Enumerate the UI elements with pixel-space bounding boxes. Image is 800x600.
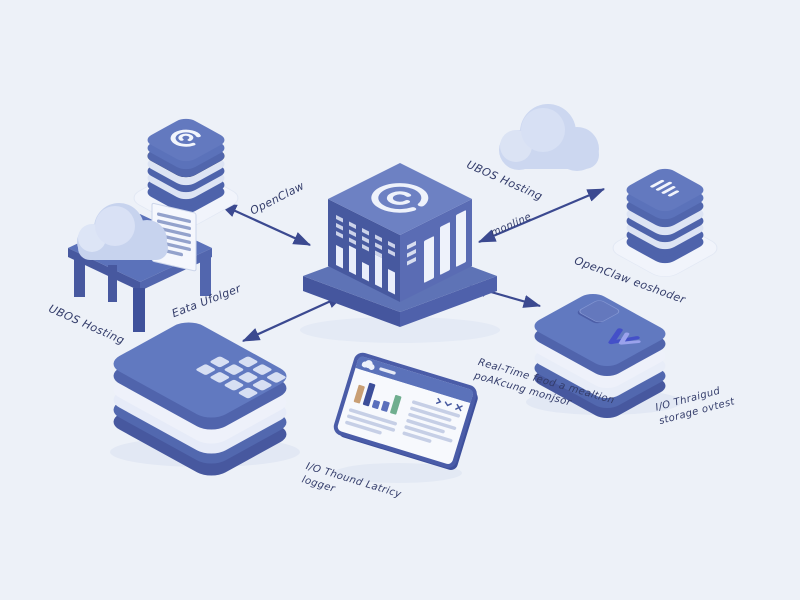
hub-right-face bbox=[400, 199, 472, 302]
desk-leg bbox=[133, 288, 145, 332]
v-mark-logo-icon bbox=[608, 328, 641, 345]
signal-bars-icon bbox=[650, 179, 680, 197]
server-stack-top-right bbox=[612, 168, 718, 277]
dashboard-text-lines bbox=[345, 400, 461, 443]
arrow-hub-to-topleft-server bbox=[218, 202, 312, 247]
v-device bbox=[526, 293, 682, 419]
dashboard-bar bbox=[353, 384, 365, 404]
broken-circle-logo-icon bbox=[371, 183, 429, 213]
cloud-icon-dashboard bbox=[361, 360, 375, 370]
dashboard-title-mark bbox=[379, 367, 396, 375]
dashboard-panel bbox=[333, 352, 478, 483]
dashboard-bar bbox=[362, 382, 376, 407]
dashboard-bar bbox=[381, 400, 390, 412]
cloud-swirl-icon bbox=[170, 129, 201, 147]
hub-top-face bbox=[328, 163, 472, 235]
dashboard-bar bbox=[390, 395, 402, 415]
hub-left-face-bars bbox=[336, 215, 395, 295]
desk-leg bbox=[108, 265, 117, 302]
keypad-grid-icon bbox=[196, 356, 286, 399]
arrow-hub-to-topright-server bbox=[477, 187, 606, 244]
dashboard-bars bbox=[353, 382, 402, 415]
chevron-right-icon bbox=[436, 397, 442, 404]
dashboard-window-controls bbox=[436, 397, 463, 412]
keypad-device bbox=[110, 322, 300, 476]
desk-leg bbox=[74, 254, 85, 297]
close-icon bbox=[455, 403, 463, 412]
dashboard-bar bbox=[371, 399, 381, 410]
desk-node bbox=[68, 202, 212, 332]
hub-right-face-bars bbox=[407, 210, 466, 283]
arrow-hub-to-keypad-device bbox=[241, 293, 346, 343]
desk-leg bbox=[200, 254, 211, 296]
cloud-icon-top-right bbox=[499, 104, 599, 171]
cloud-icon-on-desk bbox=[77, 203, 168, 260]
chevron-down-icon bbox=[444, 401, 452, 407]
central-hub-cube bbox=[300, 163, 500, 343]
